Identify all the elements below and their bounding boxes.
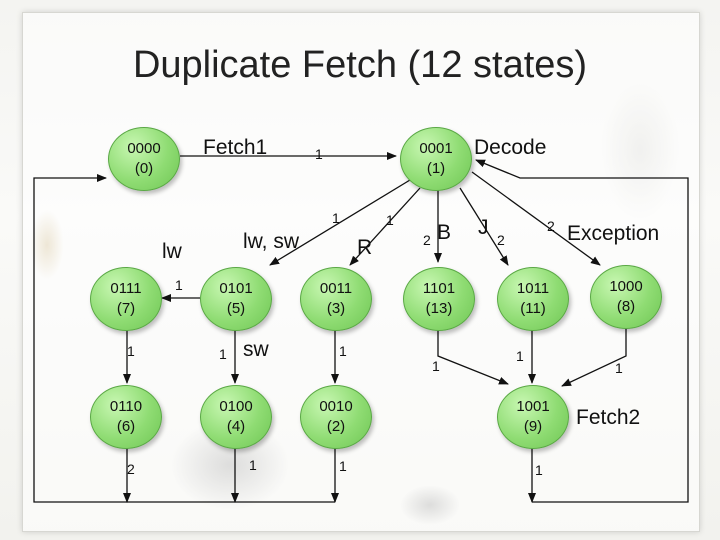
edge-1-to-11 xyxy=(459,187,509,266)
label-decode: Decode xyxy=(474,136,547,159)
edge-weight: 1 xyxy=(535,462,543,478)
state-code: 0111 xyxy=(110,280,142,297)
state-code: 0101 xyxy=(219,280,253,297)
state-0: 0000 (0) xyxy=(108,127,180,191)
edge-weight: 1 xyxy=(339,458,347,474)
state-number: (5) xyxy=(226,300,246,317)
label-exception: Exception xyxy=(567,222,660,245)
edge-weight: 2 xyxy=(497,232,505,248)
edge-weight: 1 xyxy=(315,146,323,162)
state-4: 0100 (4) xyxy=(200,385,272,449)
state-7: 0111 (7) xyxy=(90,267,162,331)
state-5: 0101 (5) xyxy=(200,267,272,331)
label-lw: lw xyxy=(162,240,182,263)
label-j: J xyxy=(478,216,489,239)
state-2: 0010 (2) xyxy=(300,385,372,449)
edge-weight: 1 xyxy=(386,212,394,228)
edge-weight: 1 xyxy=(615,360,623,376)
edge-1-to-3 xyxy=(349,187,421,266)
state-code: 1101 xyxy=(422,280,456,297)
state-code: 1011 xyxy=(516,280,550,297)
edge-1-to-5 xyxy=(269,179,411,266)
edge-weight: 1 xyxy=(516,348,524,364)
label-fetch1: Fetch1 xyxy=(203,136,268,159)
edge-13-to-9 xyxy=(437,330,509,385)
state-number: (6) xyxy=(116,418,136,435)
state-1: 0001 (1) xyxy=(400,127,472,191)
state-11: 1011 (11) xyxy=(497,267,569,331)
edge-8-to-9 xyxy=(561,328,627,387)
edge-weight: 2 xyxy=(547,218,555,234)
state-number: (11) xyxy=(520,300,546,317)
state-code: 0000 xyxy=(127,140,161,157)
state-9: 1001 (9) xyxy=(497,385,569,449)
label-b: B xyxy=(437,221,452,244)
label-sw: sw xyxy=(243,338,269,361)
slide-title: Duplicate Fetch (12 states) xyxy=(132,44,588,86)
edge-weight: 2 xyxy=(127,461,135,477)
label-lw-sw: lw, sw xyxy=(243,230,300,253)
state-6: 0110 (6) xyxy=(90,385,162,449)
edge-weight: 1 xyxy=(332,210,340,226)
state-8: 1000 (8) xyxy=(590,265,662,329)
state-code: 0001 xyxy=(419,140,453,157)
state-code: 0100 xyxy=(219,398,253,415)
edge-loop-to-0 xyxy=(33,174,127,503)
edge-weight: 1 xyxy=(339,343,347,359)
label-r: R xyxy=(357,236,373,259)
edge-weight: 2 xyxy=(423,232,431,248)
edge-weight: 1 xyxy=(127,343,135,359)
state-number: (13) xyxy=(425,300,453,317)
state-number: (4) xyxy=(226,418,246,435)
edge-weight: 1 xyxy=(249,457,257,473)
state-number: (3) xyxy=(326,300,346,317)
state-13: 1101 (13) xyxy=(403,267,475,331)
state-number: (1) xyxy=(426,160,446,177)
edge-weight: 1 xyxy=(175,277,183,293)
edge-weight: 1 xyxy=(432,358,440,374)
state-number: (9) xyxy=(523,418,543,435)
edge-loop-to-1 xyxy=(475,159,689,503)
edge-weight: 1 xyxy=(219,346,227,362)
state-number: (8) xyxy=(616,298,636,315)
state-number: (0) xyxy=(134,160,154,177)
state-code: 0110 xyxy=(109,398,143,415)
state-number: (2) xyxy=(326,418,346,435)
state-code: 1001 xyxy=(516,398,550,415)
state-code: 1000 xyxy=(609,278,643,295)
state-code: 0010 xyxy=(319,398,353,415)
state-code: 0011 xyxy=(319,280,353,297)
state-3: 0011 (3) xyxy=(300,267,372,331)
label-fetch2: Fetch2 xyxy=(576,406,641,429)
state-number: (7) xyxy=(116,300,136,317)
edge-1-to-8 xyxy=(471,171,601,266)
